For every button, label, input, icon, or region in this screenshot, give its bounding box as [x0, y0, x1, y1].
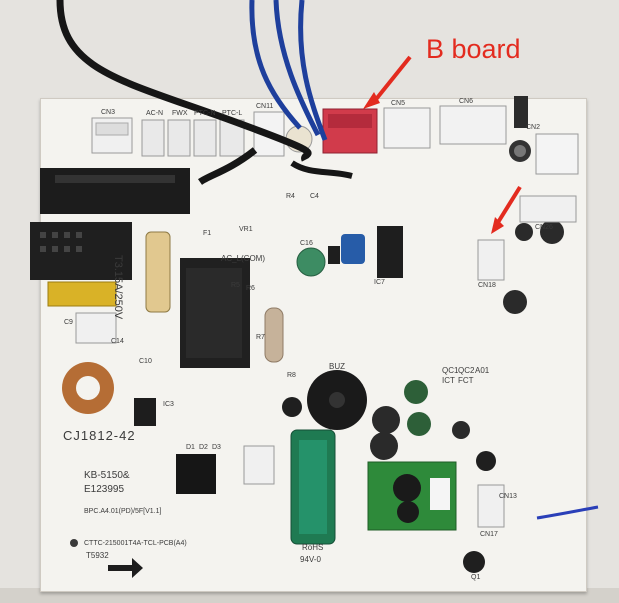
connector-cn13 [243, 445, 275, 485]
ref-vr1: VR1 [239, 226, 253, 233]
black-wire-lead [197, 147, 258, 185]
buzzer [307, 370, 367, 430]
connector-cn5 [383, 107, 431, 149]
label-cn5: CN5 [391, 100, 406, 107]
switch-top-right [514, 96, 528, 128]
ref-c4: C4 [310, 193, 319, 200]
label-ptc-l: PTC-L [222, 110, 243, 117]
annotation-arrow-secondary [491, 185, 522, 234]
label-fwx: FWX [172, 110, 188, 117]
ref-r6: R6 [246, 285, 255, 292]
opto-fct: FCT [458, 376, 474, 385]
opto-a01: A01 [475, 366, 490, 375]
ref-q1: Q1 [471, 574, 481, 581]
label-cn11: CN11 [256, 103, 274, 110]
capacitor-top-right [509, 140, 531, 162]
ref-d1: D1 [186, 444, 195, 451]
connector-red-b-board [322, 108, 378, 154]
label-cn3: CN3 [101, 109, 116, 116]
main-relay [180, 258, 250, 368]
direction-arrow [108, 558, 143, 578]
connector-cn17 [477, 484, 505, 528]
transistor-q1 [463, 551, 485, 573]
opto-ict: ICT [442, 376, 455, 385]
rohs-label: RoHS [302, 543, 324, 552]
model-line-1: KB-5150& [84, 470, 130, 481]
fuse [145, 231, 171, 313]
capacitor-c16 [296, 247, 326, 277]
ref-r5: R5 [231, 282, 240, 289]
ref-r7: R7 [256, 334, 265, 341]
label-ac-n: AC-N [146, 110, 164, 117]
large-electrolytic-capacitor [290, 429, 336, 545]
connector-cn6 [439, 105, 507, 145]
transistor-small [282, 397, 496, 471]
ref-c16: C16 [300, 240, 313, 247]
blue-wire-2 [273, 0, 321, 137]
ref-ic3: IC3 [163, 401, 174, 408]
toroid-inductor [62, 362, 114, 414]
ref-f1: F1 [203, 230, 212, 237]
opto-qc2: QC2 [458, 366, 475, 375]
connector-cn26 [519, 195, 577, 223]
label-cn17: CN17 [480, 531, 498, 538]
yellow-capacitor [47, 281, 117, 307]
connector-cn18 [477, 239, 505, 281]
ic7 [377, 226, 403, 278]
label-cn2: CN2 [526, 124, 541, 131]
ref-ic7: IC7 [374, 279, 385, 286]
blue-wire-3 [298, 0, 328, 141]
mounting-hole [70, 539, 78, 547]
ref-cn13: CN13 [499, 493, 517, 500]
ptc-thermistor [40, 168, 190, 214]
blue-capacitor [341, 234, 365, 264]
opto-qc1: QC1 [442, 366, 459, 375]
label-cn6: CN6 [459, 98, 474, 105]
ref-c14: C14 [111, 338, 124, 345]
black-wire-tail [290, 160, 353, 179]
relay-label: AC_L(COM) [221, 254, 266, 263]
relay-block-left [30, 222, 132, 280]
capacitor-cluster [370, 220, 564, 460]
blue-wire-1 [249, 0, 302, 130]
label-cn18: CN18 [478, 282, 496, 289]
connector-cn9 [75, 312, 117, 344]
connector-top-right [535, 133, 579, 175]
ic-small-center [328, 246, 340, 264]
rating-label: 94V-0 [300, 555, 321, 564]
ref-d3: D3 [212, 444, 221, 451]
connector-cn3 [91, 117, 133, 154]
label-ptc-n: PTC-N [194, 110, 216, 117]
board-line-1: BPC.A4.01(PD)/5F[V1.1] [84, 508, 162, 515]
board-line-2: CTTC-215001T4A-TCL-PCB(A4) [84, 540, 187, 547]
diodes-bottom-left [176, 454, 216, 494]
black-wire [56, 0, 312, 162]
fuse-label: T3.15A/250V [112, 255, 124, 320]
terminal-ac-n [141, 119, 245, 157]
dc-module [367, 461, 457, 531]
ref-c9: C9 [64, 319, 73, 326]
ref-r8: R8 [287, 372, 296, 379]
annotation-arrow-b-board [363, 55, 412, 109]
date-code: CJ1812-42 [63, 428, 136, 443]
ref-d2: D2 [199, 444, 208, 451]
buzzer-label: BUZ [329, 362, 345, 371]
board-number: T5932 [86, 551, 109, 560]
annotation-b-board: B board [426, 34, 521, 64]
ref-r4: R4 [286, 193, 295, 200]
small-component-left [134, 398, 156, 426]
resistor-vertical [264, 307, 284, 363]
ref-c10: C10 [139, 358, 152, 365]
pen-mark [536, 505, 599, 520]
model-line-2: E123995 [84, 484, 125, 495]
label-cn26: CN26 [535, 224, 553, 231]
